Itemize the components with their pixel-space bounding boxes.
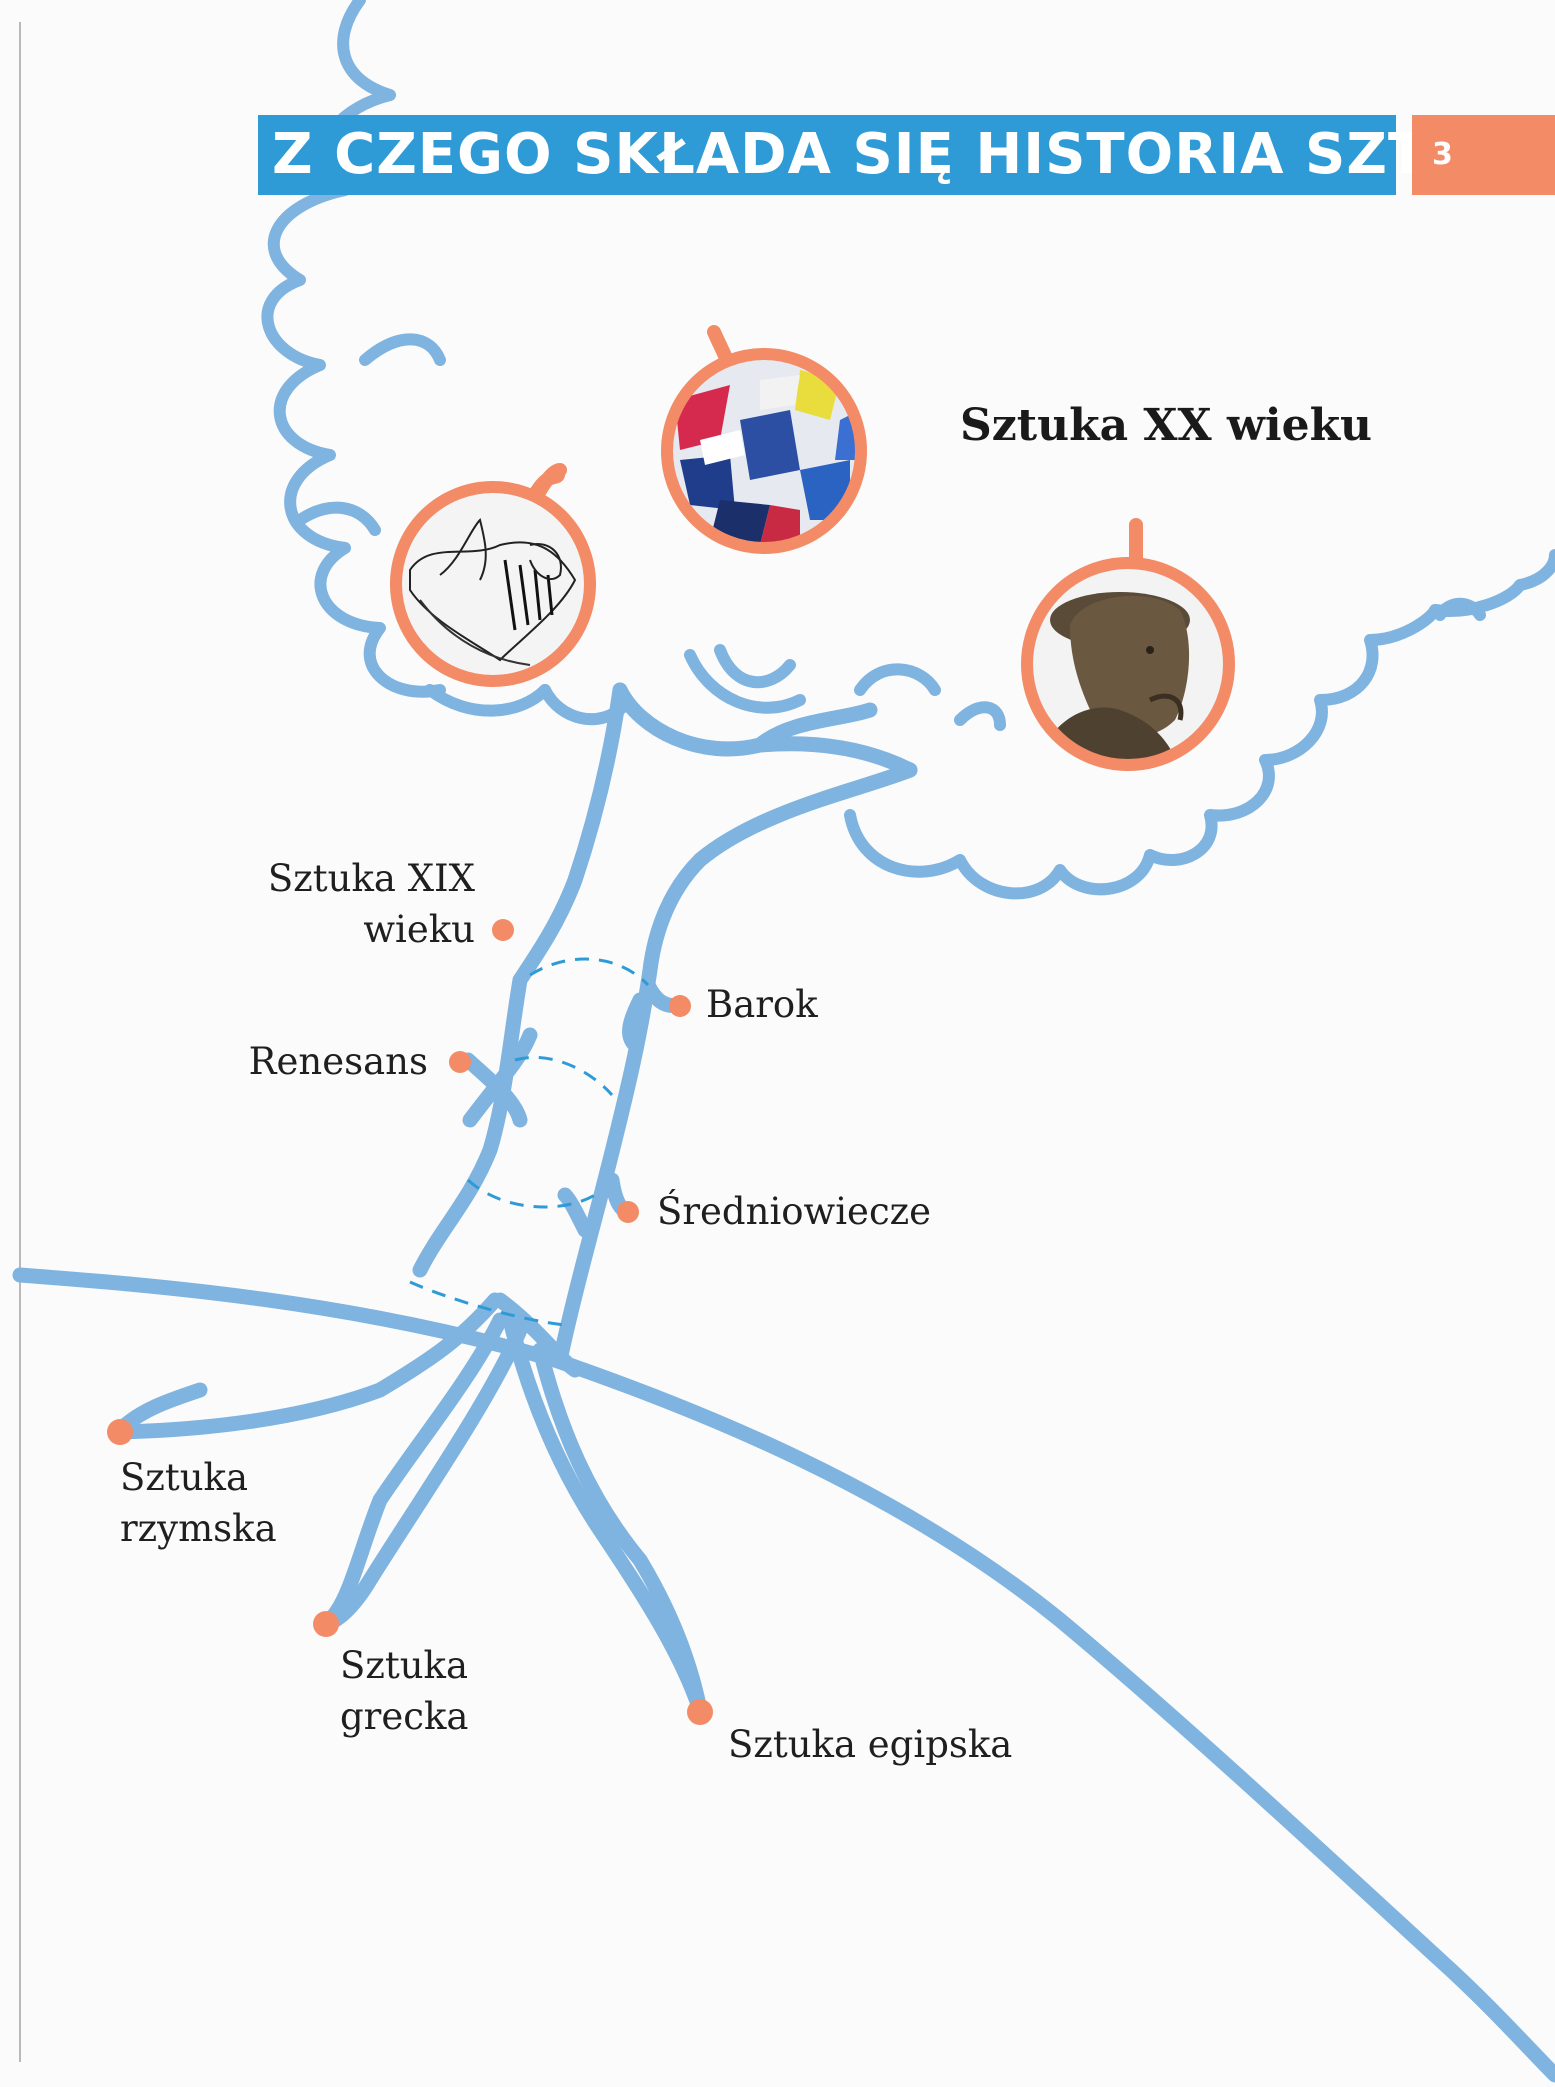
label-xix: Sztuka XIX wieku: [250, 853, 475, 955]
label-xix-line2: wieku: [363, 908, 475, 951]
dot-egipska: [687, 1699, 713, 1725]
label-xix-line1: Sztuka XIX: [267, 857, 475, 900]
period-connector-arcs: [409, 957, 650, 1327]
timeline-dots: [107, 919, 713, 1725]
label-barok: Barok: [706, 983, 818, 1026]
abstract-collage-apple: [661, 325, 867, 554]
label-rzymska-line1: Sztuka: [120, 1456, 249, 1499]
bronze-bust-apple: [1021, 518, 1235, 771]
tree-trunk-branches: [12, 682, 1555, 2083]
label-grecka: Sztuka grecka: [340, 1640, 468, 1742]
page-margin-rule: [19, 22, 21, 2062]
featured-period-heading: Sztuka XX wieku: [960, 400, 1373, 451]
page-number: 3: [1412, 115, 1555, 195]
label-rzymska: Sztuka rzymska: [120, 1452, 277, 1554]
page-title: Z CZEGO SKŁADA SIĘ HISTORIA SZTUKI?: [258, 115, 1555, 195]
dot-sredniowiecze: [617, 1201, 639, 1223]
dot-renesans: [449, 1051, 471, 1073]
dot-barok: [669, 995, 691, 1017]
label-grecka-line1: Sztuka: [340, 1644, 469, 1687]
dot-rzymska: [107, 1419, 133, 1445]
label-egipska: Sztuka egipska: [728, 1723, 1013, 1766]
label-grecka-line2: grecka: [340, 1695, 469, 1738]
label-rzymska-line2: rzymska: [120, 1507, 277, 1550]
sketch-drawing-apple: [390, 463, 596, 687]
dot-xix: [492, 919, 514, 941]
dot-grecka: [313, 1611, 339, 1637]
label-sredniowiecze: Średniowiecze: [657, 1190, 932, 1233]
label-renesans: Renesans: [248, 1040, 428, 1083]
